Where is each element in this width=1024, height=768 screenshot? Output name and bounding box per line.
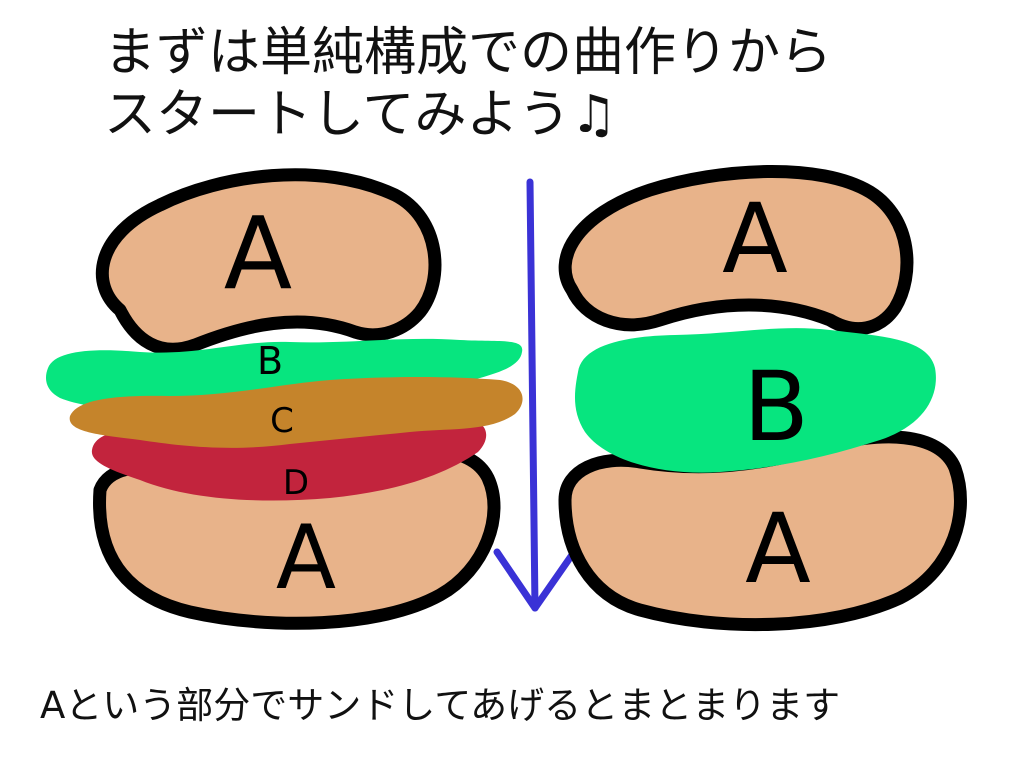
slide-title: まずは単純構成での曲作りから スタートしてみよう♫ [104,22,984,146]
left-bottom-bun-label: A [276,506,336,609]
left-burger: A B C D A [45,168,523,630]
title-line-1: まずは単純構成での曲作りから [104,23,833,83]
left-tomato-label: D [283,463,309,503]
left-lettuce [45,338,523,409]
caption: Aという部分でサンドしてあげるとまとまります [40,684,841,727]
right-burger: A B A [558,165,967,632]
right-top-bun-label: A [722,183,788,295]
left-lettuce-label: B [257,339,283,383]
right-bottom-bun-label: A [745,493,811,605]
left-top-bun [95,168,442,356]
right-lettuce [574,328,936,473]
left-patty-label: C [270,401,294,441]
right-top-bun [558,165,914,336]
down-arrow [493,178,578,612]
left-patty [69,377,523,448]
right-lettuce-label: B [743,351,809,463]
title-line-2: スタートしてみよう♫ [104,85,618,145]
left-top-bun-label: A [224,195,292,312]
